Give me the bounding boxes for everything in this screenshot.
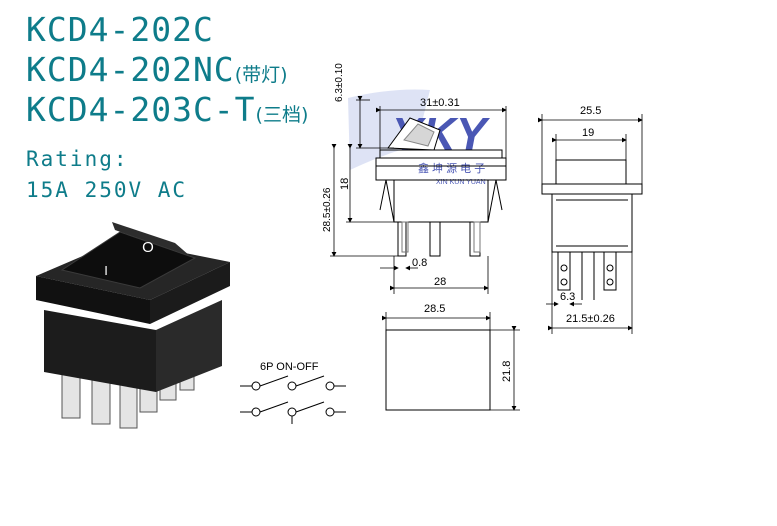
dim-front-width: 28 xyxy=(434,276,446,288)
switch-photo: O I xyxy=(36,222,230,429)
model-title-3: KCD4-203C-T(三档) xyxy=(26,90,308,129)
dim-side-outer: 25.5 xyxy=(580,105,601,117)
model-3-note: (三档) xyxy=(255,104,309,126)
model-title-2: KCD4-202NC(带灯) xyxy=(26,50,288,89)
dim-cutout-width: 28.5 xyxy=(424,303,445,315)
front-dimensions xyxy=(330,96,507,294)
wiring-schematic xyxy=(240,375,346,424)
wiring-label: 6P ON-OFF xyxy=(260,361,319,373)
watermark-cn: 鑫 坤 源 电 子 xyxy=(418,161,485,175)
cutout-dimensions xyxy=(382,312,520,411)
dim-side-inner: 19 xyxy=(582,127,594,139)
dim-top-slot: 6.3±0.10 xyxy=(334,63,345,102)
model-title-1: KCD4-202C xyxy=(26,10,214,49)
model-3-code: KCD4-203C-T xyxy=(26,90,256,129)
dim-total-height: 28.5±0.26 xyxy=(322,187,333,232)
dim-side-pitch: 6.3 xyxy=(560,291,575,303)
rating-label: Rating: xyxy=(26,147,129,171)
side-view xyxy=(541,159,643,300)
panel-cutout xyxy=(385,329,491,411)
rocker-symbol-off: O xyxy=(142,239,154,256)
side-dimensions xyxy=(538,114,643,334)
rating-value: 15A 250V AC xyxy=(26,178,188,202)
dim-top-width: 31±0.31 xyxy=(420,97,460,109)
dim-terminal-gap: 0.8 xyxy=(412,257,427,269)
dim-body-height: 18 xyxy=(339,178,351,190)
front-view xyxy=(375,117,507,257)
model-2-note: (带灯) xyxy=(234,64,288,86)
rocker-symbol-on: I xyxy=(104,263,108,278)
model-2-code: KCD4-202NC xyxy=(26,50,235,89)
dim-side-bottom: 21.5±0.26 xyxy=(566,313,615,325)
dim-cutout-height: 21.8 xyxy=(501,361,513,382)
watermark-en: XIN KUN YUAN xyxy=(436,179,486,186)
